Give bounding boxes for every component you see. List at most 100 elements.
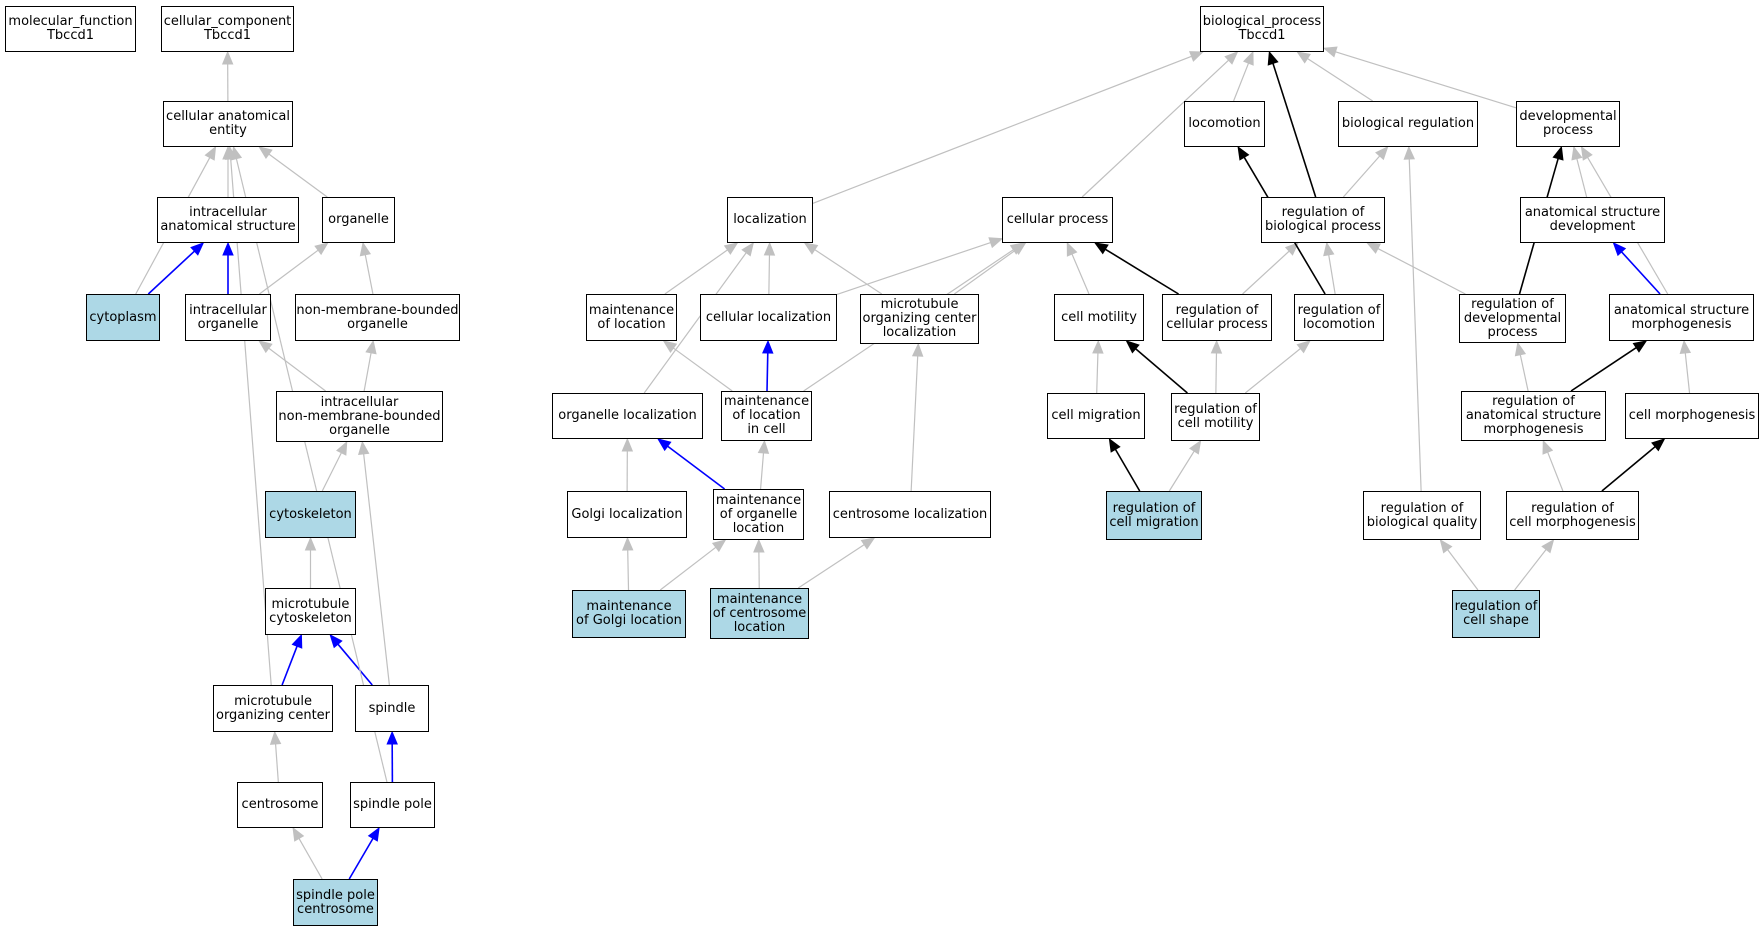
node-cellular-process[interactable]: cellular process [1002,197,1113,243]
edge-intracellular_non_membrane_bounded_organelle-to-non_membrane_bounded_organelle [363,352,372,392]
arrowhead-spindle-to-intracellular_non_membrane_bounded_organelle [358,440,370,456]
edge-centrosome-to-microtubule_organizing_center [274,743,279,783]
edge-centrosome_localization-to-microtubule_organizing_center_localization [910,355,919,492]
edge-spindle_pole-to-cellular_anatomical_entity [235,158,388,783]
arrowhead-organelle_localization-to-localization [741,241,755,257]
arrowhead-intracellular_non_membrane_bounded_organelle-to-non_membrane_bounded_organelle [365,339,377,355]
arrowhead-regulation_of_biological_process-to-biological_regulation [1375,146,1389,161]
edge-spindle-to-microtubule_cytoskeleton [337,643,373,686]
edge-regulation_of_developmental_process-to-regulation_of_biological_process [1377,248,1466,295]
arrowhead-localization-to-biological_process [1189,51,1204,62]
node-spindle[interactable]: spindle [355,685,429,732]
arrowhead-cytoplasm-to-intracellular_anatomical_structure [190,242,205,256]
arrowhead-intracellular_organelle-to-organelle [314,242,329,256]
edge-maintenance_of_location_in_cell-to-maintenance_of_location [673,347,733,392]
arrowhead-cytoplasm-to-cellular_anatomical_entity [204,145,217,161]
arrowhead-maintenance_of_location_in_cell-to-cellular_process [1009,242,1025,255]
arrowhead-regulation_of_cell_shape-to-regulation_of_biological_quality [1439,538,1453,554]
edge-maintenance_of_location_in_cell-to-cellular_localization [766,352,769,392]
node-cytoplasm[interactable]: cytoplasm [86,294,160,341]
arrowhead-regulation_of_locomotion-to-regulation_of_biological_process [1323,241,1335,257]
node-cell-migration[interactable]: cell migration [1047,393,1145,439]
arrowhead-regulation_of_locomotion-to-locomotion [1237,145,1250,161]
arrowhead-cytoskeleton-to-intracellular_non_membrane_bounded_organelle [336,440,348,456]
edge-regulation_of_anatomical_structure_morphogenesis-to-regulation_of_developmental_process [1519,354,1529,392]
arrowhead-maintenance_of_centrosome_location-to-centrosome_localization [860,537,876,550]
node-spindle-pole[interactable]: spindle pole [350,782,435,828]
node-cell-motility[interactable]: cell motility [1054,294,1144,341]
edge-spindle_pole_centrosome-to-centrosome [298,838,323,880]
edge-cellular_localization-to-cellular_process [836,241,991,295]
edge-cytoplasm-to-intracellular_anatomical_structure [147,250,195,295]
node-golgi-localization[interactable]: Golgi localization [567,491,687,538]
node-cell-morphogenesis[interactable]: cell morphogenesis [1625,393,1759,439]
edge-regulation_of_cell_morphogenesis-to-regulation_of_anatomical_structure_morphogenesis [1547,451,1564,492]
arrowhead-anatomical_structure_morphogenesis-to-anatomical_structure_development [1612,242,1627,257]
edge-biological_regulation-to-biological_process [1307,58,1373,102]
edge-microtubule_organizing_center_localization-to-localization [814,249,883,295]
arrowhead-spindle_pole-to-cellular_anatomical_entity [230,145,243,161]
edge-maintenance_of_golgi_location-to-golgi_localization [627,549,630,591]
arrowhead-microtubule_organizing_center-to-microtubule_cytoskeleton [291,633,303,649]
edge-microtubule_organizing_center_localization-to-cellular_process [953,249,1017,295]
arrowhead-maintenance_of_organelle_location-to-organelle_localization [657,438,672,452]
node-cellular-localization[interactable]: cellular localization [700,294,837,341]
arrowhead-regulation_of_cell_shape-to-regulation_of_cell_morphogenesis [1541,538,1555,554]
node-centrosome[interactable]: centrosome [237,782,323,828]
node-locomotion[interactable]: locomotion [1184,101,1265,147]
edge-regulation_of_cell_motility-to-regulation_of_cellular_process [1215,352,1218,394]
node-cytoskeleton[interactable]: cytoskeleton [265,491,356,538]
edge-regulation_of_cell_morphogenesis-to-cell_morphogenesis [1601,446,1656,492]
node-centrosome-localization[interactable]: centrosome localization [829,491,991,538]
edge-maintenance_of_location-to-localization [664,249,728,295]
arrowhead-spindle-to-microtubule_cytoskeleton [329,634,343,649]
arrowhead-golgi_localization-to-organelle_localization [621,437,634,452]
edge-regulation_of_cellular_process-to-regulation_of_biological_process [1242,250,1290,295]
edge-maintenance_of_organelle_location-to-maintenance_of_location_in_cell [759,452,765,490]
node-organelle[interactable]: organelle [322,197,395,243]
arrowhead-maintenance_of_golgi_location-to-golgi_localization [621,536,634,551]
node-organelle-localization[interactable]: organelle localization [552,393,703,439]
arrowhead-regulation_of_developmental_process-to-developmental_process [1552,145,1564,161]
arrowhead-organelle-to-cellular_anatomical_entity [258,146,273,160]
edge-regulation_of_locomotion-to-regulation_of_biological_process [1328,254,1336,295]
arrowhead-regulation_of_biological_quality-to-biological_regulation [1403,145,1416,160]
arrowhead-cell_motility-to-cellular_process [1066,241,1078,257]
arrowhead-regulation_of_cell_motility-to-cell_motility [1125,340,1140,354]
node-biological-regulation[interactable]: biological regulation [1338,101,1478,147]
arrowhead-cellular_anatomical_entity-to-cellular_component [221,50,234,65]
arrowhead-biological_regulation-to-biological_process [1296,51,1311,64]
edge-maintenance_of_organelle_location-to-organelle_localization [667,445,726,490]
node-localization[interactable]: localization [727,197,813,243]
